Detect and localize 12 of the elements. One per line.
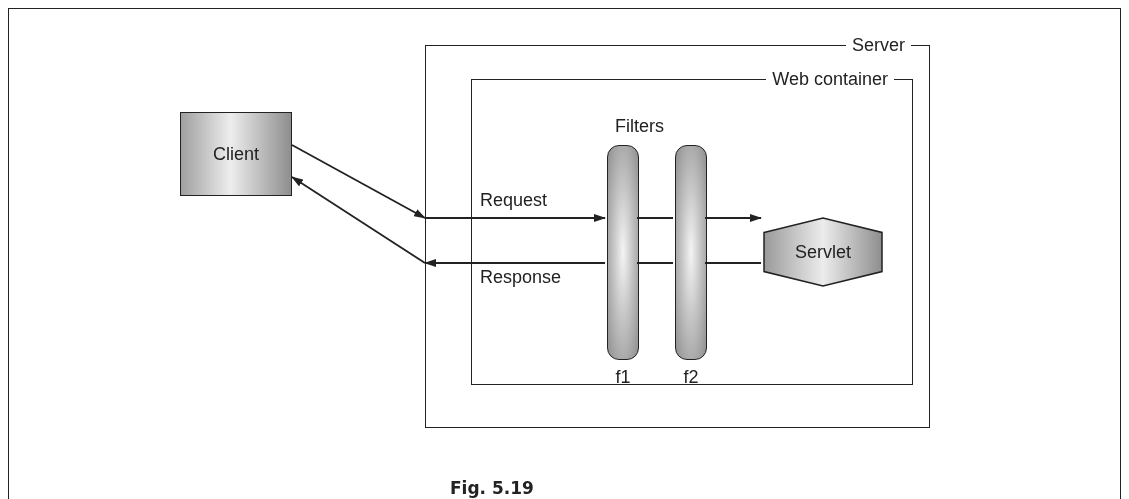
client-box: Client: [180, 112, 292, 196]
filter-label: f1: [614, 367, 632, 387]
arrow: [291, 144, 426, 219]
filter-label: f2: [682, 367, 700, 387]
arrow: [424, 214, 606, 222]
edge-label: Response: [480, 267, 562, 287]
figure-caption: Fig. 5.19: [450, 478, 534, 498]
arrow: [424, 259, 606, 267]
group-label: Filters: [615, 116, 664, 136]
edge-label: Request: [480, 190, 548, 210]
servlet-hexagon: Servlet: [763, 217, 883, 287]
arrow: [291, 176, 426, 264]
